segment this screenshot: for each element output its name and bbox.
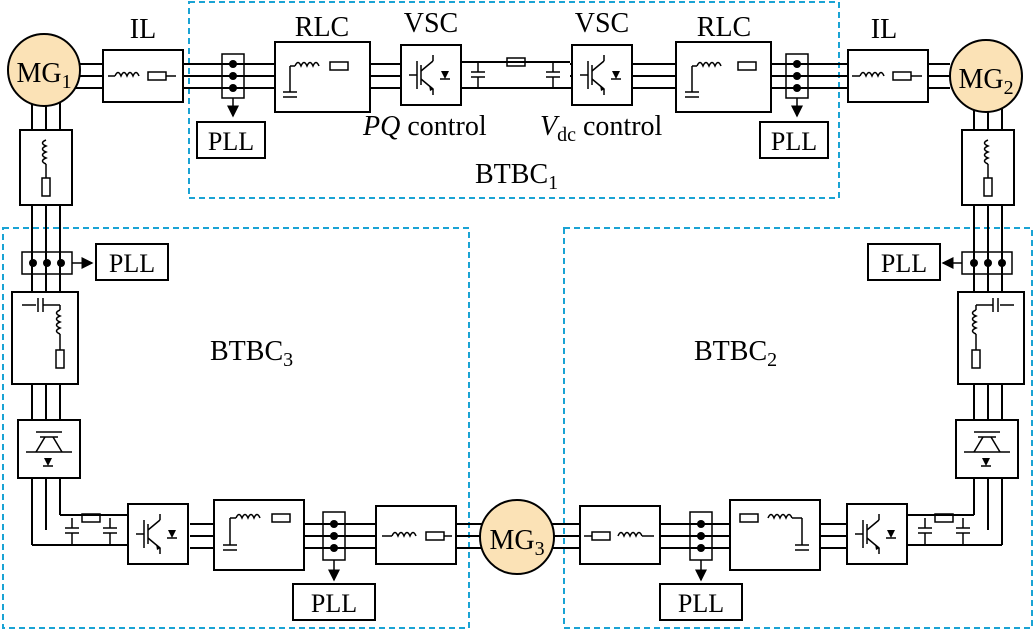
rlc-bottom-right — [729, 499, 821, 571]
meas-node-top-left — [221, 53, 245, 118]
il-bottom-left — [375, 505, 457, 565]
pll-right: PLL — [867, 243, 941, 281]
rlc-bottom-left — [213, 499, 305, 571]
rlc-right-vertical — [957, 291, 1025, 385]
pq-control-label: PQ control — [362, 111, 487, 142]
btbc2-label: BTBC2 — [694, 336, 777, 371]
dc-link-top — [462, 44, 570, 106]
il-bottom-right — [579, 505, 661, 565]
pll-left: PLL — [95, 243, 169, 281]
mg2-node: MG2 — [949, 39, 1023, 113]
svg-text:PLL: PLL — [678, 589, 724, 618]
mg3-node: MG3 — [479, 499, 555, 575]
meas-node-top-right — [785, 53, 809, 118]
il-left — [102, 49, 184, 103]
vsc-label-right: VSC — [575, 8, 629, 39]
svg-text:PLL: PLL — [881, 249, 927, 278]
svg-text:MG3: MG3 — [489, 525, 544, 560]
pll-top-left: PLL — [196, 121, 266, 159]
btbc3-boundary — [2, 227, 470, 629]
rlc-top-right — [675, 41, 772, 113]
pll-bottom-right: PLL — [659, 583, 743, 621]
btbc3-label: BTBC3 — [210, 336, 293, 371]
vsc-label-left: VSC — [404, 8, 458, 39]
il-right — [847, 49, 929, 103]
svg-text:PLL: PLL — [109, 249, 155, 278]
svg-text:PLL: PLL — [311, 589, 357, 618]
svg-text:MG1: MG1 — [16, 58, 71, 93]
vsc-bottom-right — [846, 503, 908, 565]
svg-text:PLL: PLL — [771, 127, 817, 156]
pll-top-right: PLL — [759, 121, 829, 159]
mg1-node: MG1 — [7, 33, 81, 107]
svg-text:MG2: MG2 — [958, 64, 1013, 99]
rlc-top-left — [274, 41, 371, 113]
il-label-left: IL — [130, 14, 156, 45]
vdc-control-label: Vdc control — [540, 111, 663, 146]
btbc1-boundary — [188, 1, 840, 199]
btbc1-label: BTBC1 — [475, 159, 558, 194]
vsc-top-right — [571, 44, 633, 106]
il-left-vertical — [19, 129, 73, 206]
rlc-label-top-right: RLC — [697, 12, 751, 43]
vsc-left-vertical — [17, 419, 81, 479]
il-label-right: IL — [871, 14, 897, 45]
vsc-bottom-left — [127, 503, 189, 565]
meas-node-bottom-right — [689, 511, 713, 582]
rlc-label-top-left: RLC — [295, 12, 349, 43]
meas-node-bottom-left — [322, 511, 346, 582]
btbc2-boundary — [563, 227, 1033, 629]
rlc-left-vertical — [11, 291, 79, 385]
meas-node-right — [941, 251, 1013, 275]
vsc-right-vertical — [955, 419, 1019, 479]
bottom-right-dc-link — [907, 513, 1002, 546]
meas-node-left — [21, 251, 94, 275]
il-right-vertical — [961, 129, 1015, 206]
svg-text:PLL: PLL — [208, 127, 254, 156]
pll-bottom-left: PLL — [292, 583, 376, 621]
bottom-left-dc-link — [32, 513, 130, 546]
vsc-top-left — [400, 44, 462, 106]
